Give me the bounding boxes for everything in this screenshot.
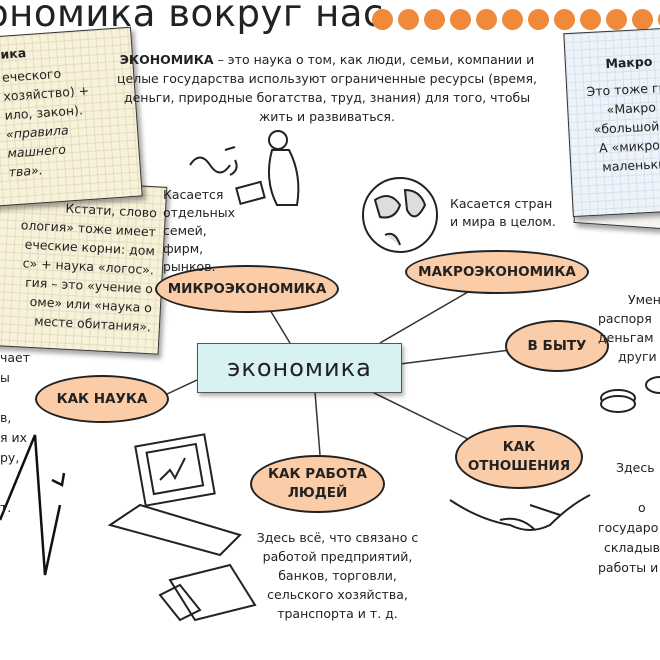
note-macro-micro: Макро Это тоже гре «Макро «большой», А «… [563,26,660,218]
node-as-work: КАК РАБОТА ЛЮДЕЙ [250,455,385,513]
caption-line: складыв [604,540,660,555]
node-microeconomics: МИКРОЭКОНОМИКА [155,265,339,313]
caption-line: чает [0,350,31,365]
graph-arrow-icon [0,434,66,576]
note-heading: Макро [605,53,653,72]
caption-line: Умен [628,292,660,307]
caption-science: чает ы в, я их ру, т. [0,348,40,518]
caption-work: Здесь всё, что связано с работой предпри… [256,530,419,621]
caption-line: други [618,349,657,364]
intro-keyword: ЭКОНОМИКА [119,52,214,67]
caption-line: работы и [598,560,659,575]
node-as-science: КАК НАУКА [35,375,169,423]
caption-line: ру, [0,450,20,465]
decorative-dots [372,9,660,30]
coins-icon [600,376,660,413]
intro-text: ЭКОНОМИКА – это наука о том, как люди, с… [112,50,542,126]
center-node-economy: экономика [197,343,402,393]
handshake-icon [449,494,591,531]
globe-icon [362,177,438,253]
caption-line: государо [598,520,659,535]
caption-daily: Умен распоря деньгам други [598,290,660,366]
node-macroeconomics: МАКРОЭКОНОМИКА [405,250,589,294]
caption-line: Здесь [616,460,655,475]
caption-line: распоря [598,311,652,326]
node-as-relations: КАК ОТНОШЕНИЯ [455,425,583,489]
node-daily-life: В БЫТУ [505,320,609,372]
caption-line: в, [0,410,12,425]
caption-line: о [638,500,646,515]
person-laptop-icon [189,130,300,206]
intro-definition: – это наука о том, как люди, семьи, комп… [117,52,537,124]
caption-line: ы [0,370,10,385]
page-title: ономика вокруг нас [0,0,384,35]
laptop-chart-icon [107,433,257,622]
caption-macro: Касается стран и мира в целом. [450,196,556,229]
caption-line: я их [0,430,28,445]
caption-relations: Здесь о государо складыв работы и [598,458,660,578]
caption-line: т. [0,500,12,515]
caption-line: деньгам [598,330,654,345]
caption-micro: Касается отдельных семей, фирм, рынков. [163,187,236,274]
